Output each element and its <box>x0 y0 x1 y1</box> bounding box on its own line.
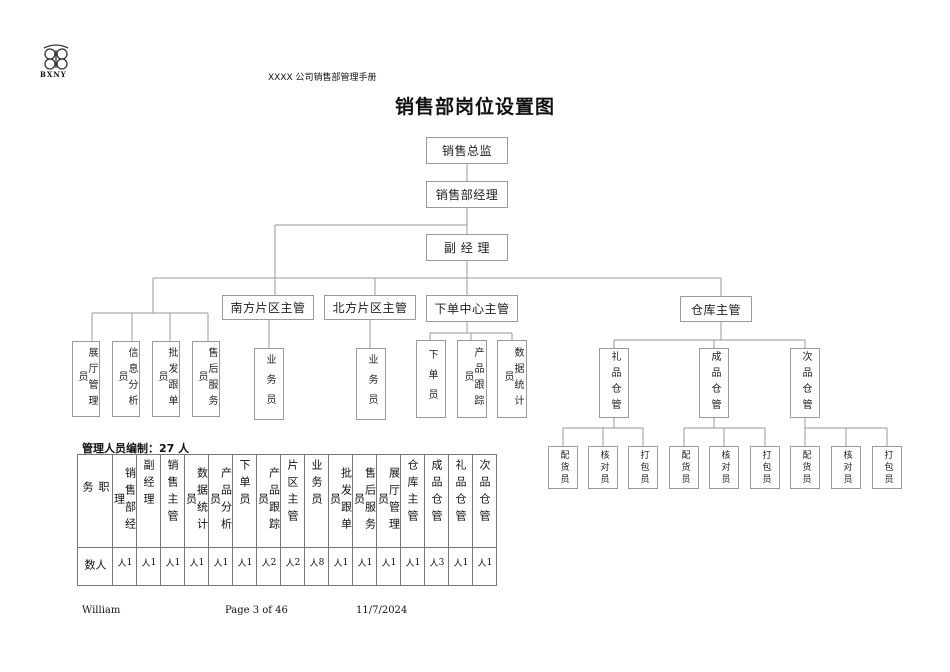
count-cell: 1人 <box>160 547 185 586</box>
staffing-title: 管理人员编制：27 人 <box>82 442 190 455</box>
ornate-monogram-icon <box>43 44 69 70</box>
org-box-director: 销售总监 <box>426 137 508 164</box>
org-box-showroom-admin: 展厅管理员 <box>72 341 100 417</box>
position-cell: 销售部经理 <box>112 454 137 548</box>
org-box-manager: 销售部经理 <box>426 181 508 208</box>
org-box-product-tracker: 产品跟踪员 <box>457 340 487 418</box>
staffing-duty-row: 职务 销售部经理 副经理 销售主管 数据统计员 产品分析员 下单员 产品跟踪员 … <box>77 454 497 548</box>
org-box-north-salesman: 业务员 <box>356 348 386 420</box>
count-cell: 1人 <box>400 547 425 586</box>
staffing-count-row: 人数 1人 1人 1人 1人 1人 1人 2人 2人 8人 1人 1人 1人 1… <box>77 547 497 586</box>
org-box-finished-checker: 核对员 <box>709 446 739 489</box>
position-cell: 仓库主管 <box>400 454 425 548</box>
position-cell: 成品仓管 <box>424 454 449 548</box>
position-cell: 产品分析员 <box>208 454 233 548</box>
footer-page-number: Page 3 of 46 <box>225 605 288 616</box>
org-box-warehouse-lead: 仓库主管 <box>680 296 752 322</box>
org-box-north-lead: 北方片区主管 <box>324 295 416 320</box>
position-cell: 销售主管 <box>160 454 185 548</box>
org-box-defect-picker: 配货员 <box>790 446 820 489</box>
position-cell: 副经理 <box>136 454 161 548</box>
count-cell: 2人 <box>280 547 305 586</box>
position-cell: 产品跟踪员 <box>256 454 281 548</box>
position-cell: 下单员 <box>232 454 257 548</box>
position-cell: 业务员 <box>304 454 329 548</box>
org-box-order-clerk: 下单员 <box>416 340 446 418</box>
org-box-south-lead: 南方片区主管 <box>222 295 314 320</box>
count-cell: 1人 <box>184 547 209 586</box>
org-box-defect-warehouse: 次品仓管 <box>790 348 820 418</box>
org-box-defect-packer: 打包员 <box>872 446 902 489</box>
org-box-gift-picker: 配货员 <box>548 446 578 489</box>
org-box-gift-packer: 打包员 <box>628 446 658 489</box>
count-cell: 1人 <box>328 547 353 586</box>
duty-row-label: 职务 <box>77 454 113 548</box>
count-cell: 1人 <box>472 547 497 586</box>
footer-author: William <box>82 605 121 616</box>
org-box-gift-warehouse: 礼品仓管 <box>599 348 629 418</box>
manual-header: XXXX 公司销售部管理手册 <box>268 73 377 83</box>
logo-text: BXNY <box>40 70 67 79</box>
org-box-data-statistician: 数据统计员 <box>497 340 527 418</box>
position-cell: 售后服务员 <box>352 454 377 548</box>
org-box-defect-checker: 核对员 <box>831 446 861 489</box>
staffing-table: 职务 销售部经理 副经理 销售主管 数据统计员 产品分析员 下单员 产品跟踪员 … <box>77 454 497 586</box>
org-box-order-lead: 下单中心主管 <box>426 295 518 322</box>
count-cell: 2人 <box>256 547 281 586</box>
org-box-south-salesman: 业务员 <box>254 348 284 420</box>
org-box-deputy: 副 经 理 <box>426 234 508 261</box>
position-cell: 展厅管理员 <box>376 454 401 548</box>
count-label-text: 人数 <box>83 559 107 574</box>
position-cell: 礼品仓管 <box>448 454 473 548</box>
position-cell: 片区主管 <box>280 454 305 548</box>
org-box-finished-packer: 打包员 <box>750 446 780 489</box>
count-cell: 8人 <box>304 547 329 586</box>
count-cell: 1人 <box>136 547 161 586</box>
count-cell: 1人 <box>352 547 377 586</box>
count-cell: 1人 <box>232 547 257 586</box>
count-cell: 3人 <box>424 547 449 586</box>
org-box-aftersales-staff: 售后服务员 <box>192 341 220 417</box>
page-title: 销售部岗位设置图 <box>394 96 555 118</box>
org-box-finished-warehouse: 成品仓管 <box>699 348 729 418</box>
count-cell: 1人 <box>376 547 401 586</box>
count-cell: 1人 <box>208 547 233 586</box>
position-cell: 次品仓管 <box>472 454 497 548</box>
count-row-label: 人数 <box>77 547 113 586</box>
org-box-wholesale-clerk: 批发跟单员 <box>152 341 180 417</box>
count-cell: 1人 <box>448 547 473 586</box>
count-cell: 1人 <box>112 547 137 586</box>
duty-label-text: 职务 <box>81 480 110 526</box>
position-cell: 批发跟单员 <box>328 454 353 548</box>
footer-date: 11/7/2024 <box>356 605 408 616</box>
org-box-gift-checker: 核对员 <box>588 446 618 489</box>
position-cell: 数据统计员 <box>184 454 209 548</box>
org-box-info-analyst: 信息分析员 <box>112 341 140 417</box>
org-box-finished-picker: 配货员 <box>669 446 699 489</box>
